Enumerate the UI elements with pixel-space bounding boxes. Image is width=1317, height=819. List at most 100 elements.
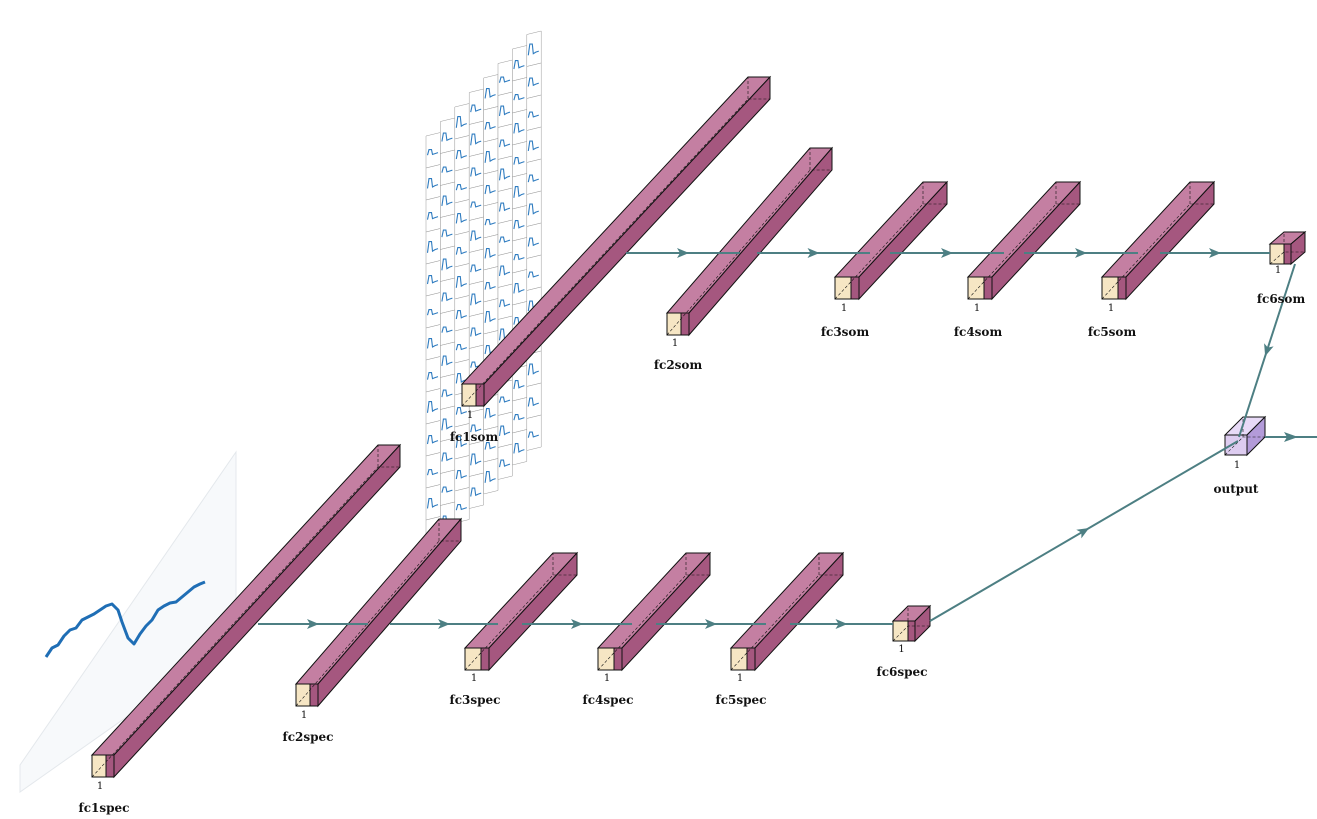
som-cell [425,356,441,393]
fc1som-dimension: 1 [467,410,473,421]
fc1som-front-face [461,383,477,407]
arrow-head [941,248,953,258]
fc5som-hidden-edges [1101,182,1214,300]
fc6som-front-band [1283,243,1292,265]
som-cell [425,420,441,457]
layer-fc4spec [596,551,712,672]
fc5som-dimension: 1 [1108,303,1114,314]
arrow-fc3spec-fc4spec [522,619,632,629]
layer-fc4som [966,180,1082,301]
som-cell [512,109,528,146]
fc4som-hidden-edges [967,182,1080,300]
fc3som-dimension: 1 [841,303,847,314]
layer-fc5som [1100,180,1216,301]
layer-fc3som [833,180,949,301]
fc5som-label: fc5som [1088,325,1137,339]
arrow-head [1075,248,1087,258]
arrow-fc6spec-output [929,440,1239,622]
layer-fc1som [460,75,772,408]
som-cell [440,341,456,378]
arrow-head [1264,343,1274,357]
fc3spec-dimension: 1 [471,673,477,684]
fc3spec-hidden-edges [464,553,577,671]
som-cell [468,472,484,509]
som-cell [483,138,499,175]
arrow-fc5spec-fc6spec [790,619,893,629]
som-cell [425,228,441,265]
arrow-fc4som-fc5som [1024,248,1138,258]
fc2som-front-band [680,312,690,336]
fc2spec-label: fc2spec [283,730,334,744]
fc5spec-dimension: 1 [737,673,743,684]
arrow-head [807,248,820,258]
labels: fc1spec1fc2spec1fc3spec1fc4spec1fc5spec1… [79,265,1306,815]
output-label: output [1214,482,1259,496]
fc6spec-front-face [892,620,909,642]
fc1spec-label: fc1spec [79,801,130,815]
som-cell [425,452,441,489]
layer-fc5spec [729,551,845,672]
arrow-head [1209,248,1221,258]
fc6som-label: fc6som [1257,292,1306,306]
som-cell [497,155,513,192]
fc5spec-hidden-edges [730,553,843,671]
layer-fc2som [665,146,834,337]
fc3spec-label: fc3spec [450,693,501,707]
som-cell [440,213,456,250]
som-cell [526,414,542,451]
fc2som-hidden-edges [666,148,832,336]
som-cell [454,487,470,524]
som-cell [425,164,441,201]
connections [258,248,1317,629]
fc3spec-front-band [480,647,490,671]
som-cell [512,397,528,434]
arrow-head [438,619,450,629]
som-cell [526,254,542,291]
som-cell [497,411,513,448]
som-cell [497,251,513,288]
som-cell [526,382,542,419]
layer-fc1spec [90,443,402,779]
fc4som-front-band [983,276,993,300]
som-cell [526,62,542,99]
fc1spec-hidden-edges [91,445,400,778]
som-cell [483,202,499,239]
output-dimension: 1 [1234,460,1240,471]
fc3spec-front-face [464,647,482,671]
fc4som-dimension: 1 [974,303,980,314]
som-cell [440,117,456,154]
som-cell [497,59,513,96]
som-cell [454,455,470,492]
fc1som-front-band [475,383,485,407]
som-cell [526,222,542,259]
som-cell [425,292,441,329]
som-cell [440,181,456,218]
arrow-head [571,619,583,629]
arrow-fc5som-fc6som [1160,248,1270,258]
fc1spec-dimension: 1 [97,781,103,792]
input-som-grid [425,30,542,553]
som-cell [497,123,513,160]
som-cell [440,469,456,506]
som-cell [512,141,528,178]
fc1spec-front-face [91,754,107,778]
layer-fc2spec [294,517,463,708]
fc5spec-front-band [746,647,756,671]
som-cell [512,45,528,82]
fc3som-front-face [834,276,852,300]
som-cell [468,152,484,189]
som-cell [497,91,513,128]
layer-fc6spec [891,604,932,643]
arrow-output-next [1265,432,1317,442]
som-cell [454,167,470,204]
som-cell [468,280,484,317]
fc2som-side-face [688,146,833,337]
arrow-head [705,619,717,629]
fc4spec-dimension: 1 [604,673,610,684]
som-cell [483,266,499,303]
fc1som-hidden-edges [461,77,770,407]
som-cell [512,205,528,242]
som-cell [454,263,470,300]
fc2spec-hidden-edges [295,519,461,707]
som-cell [483,74,499,111]
